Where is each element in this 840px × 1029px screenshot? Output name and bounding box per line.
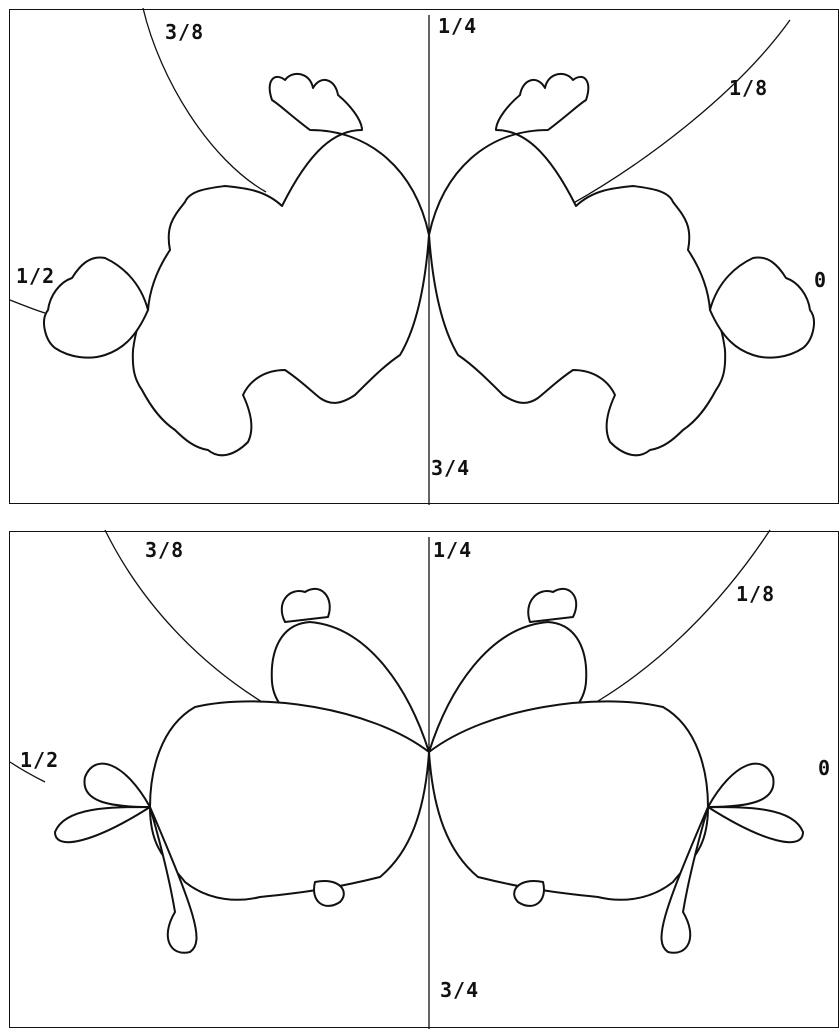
label-one-eighth: 1/8 <box>736 582 776 606</box>
bottom-bud <box>513 880 545 907</box>
label-three-eighths: 3/8 <box>145 538 185 562</box>
label-one-half: 1/2 <box>20 748 60 772</box>
left-small-loop <box>83 762 151 808</box>
left-small-loop <box>54 806 151 844</box>
label-one-eighth: 1/8 <box>729 76 769 100</box>
right-small-loop <box>660 806 709 954</box>
external-ray <box>9 299 46 314</box>
label-three-eighths: 3/8 <box>165 20 205 44</box>
parabola-curve <box>569 19 791 206</box>
right-small-loop <box>707 762 775 808</box>
left-bulb <box>43 256 149 359</box>
external-ray <box>9 761 46 783</box>
label-three-quarters: 3/4 <box>440 978 480 1002</box>
top-panel: 3/8 1/4 1/8 1/2 0 3/4 <box>9 7 839 505</box>
label-zero: 0 <box>818 756 832 780</box>
left-fractal-body <box>131 72 430 457</box>
lower-right-loop <box>428 700 709 901</box>
top-panel-drawing <box>9 7 815 505</box>
label-one-half: 1/2 <box>16 264 56 288</box>
label-three-quarters: 3/4 <box>431 456 471 480</box>
label-one-quarter: 1/4 <box>438 14 478 38</box>
parabola-curve <box>142 7 267 193</box>
right-small-loop <box>707 806 804 844</box>
top-bud <box>527 587 578 623</box>
left-small-loop <box>149 806 198 954</box>
top-bud <box>280 587 331 623</box>
right-fractal-body <box>428 72 727 457</box>
bottom-bud <box>313 880 345 907</box>
right-bulb <box>709 256 815 359</box>
label-one-quarter: 1/4 <box>433 538 473 562</box>
bottom-panel: 3/8 1/4 1/8 1/2 0 3/4 <box>9 529 839 1029</box>
bottom-panel-drawing <box>9 529 804 1029</box>
label-zero: 0 <box>814 268 828 292</box>
lower-left-loop <box>149 700 430 901</box>
